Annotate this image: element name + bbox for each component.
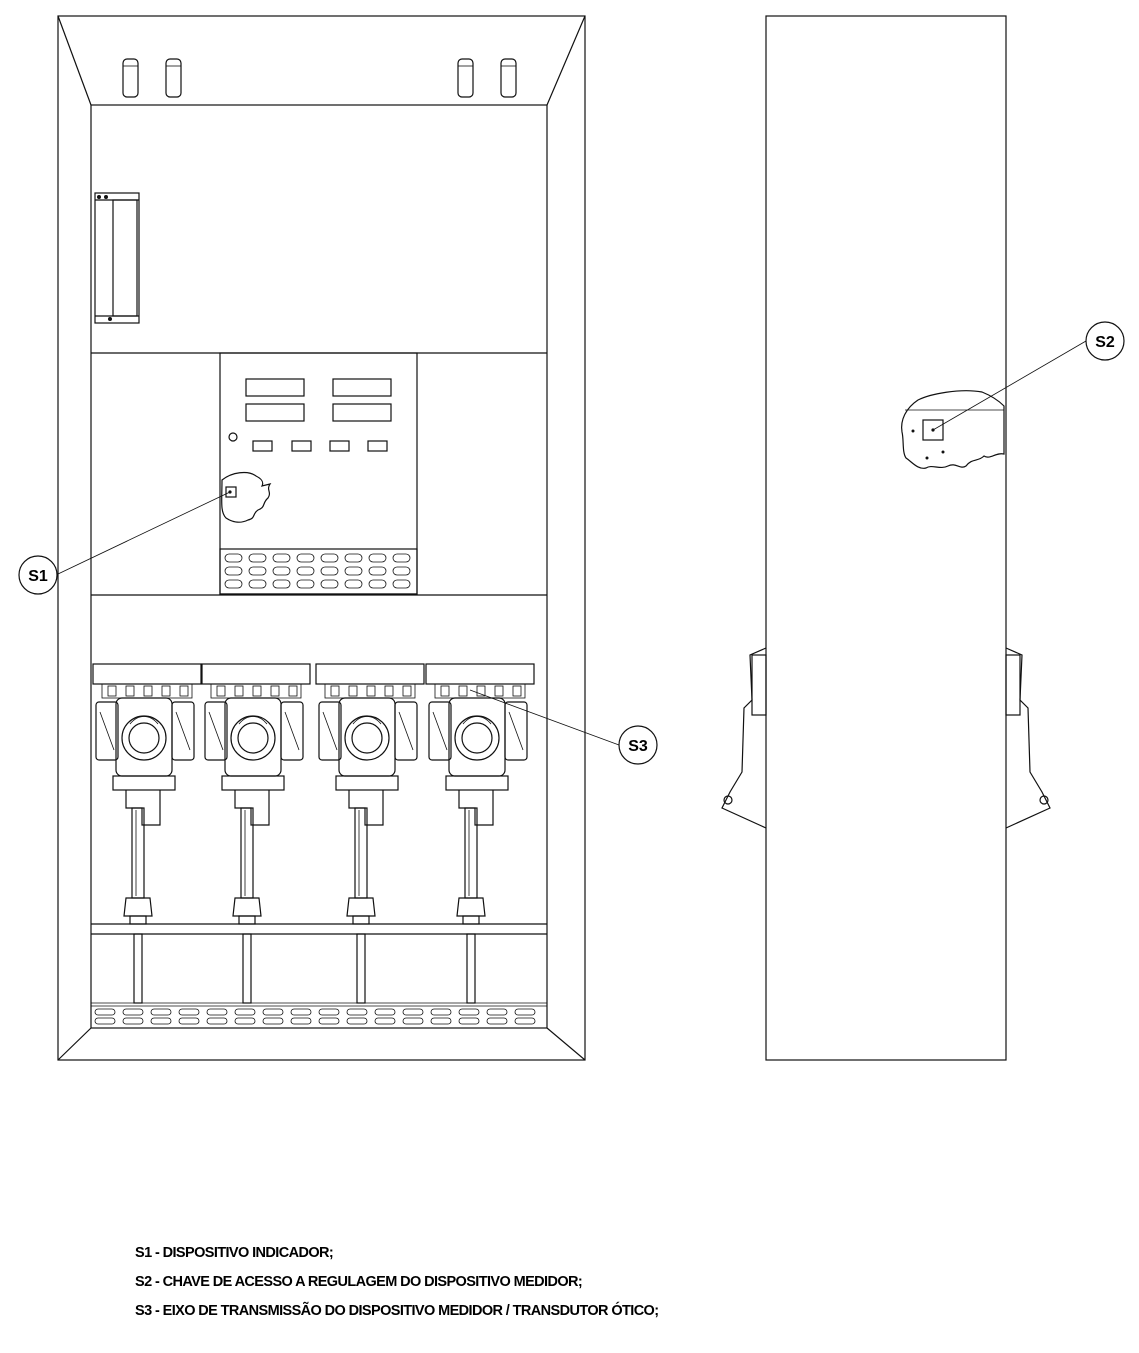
legend-item-s3: S3 - EIXO DE TRANSMISSÃO DO DISPOSITIVO …	[135, 1303, 659, 1319]
vent-grille-bottom	[94, 1008, 536, 1025]
side-view-door	[721, 15, 1051, 1061]
callout-s3-label: S3	[628, 738, 648, 755]
hinge-right	[1005, 647, 1051, 829]
hinge-left	[721, 647, 767, 829]
legend-item-s2: S2 - CHAVE DE ACESSO A REGULAGEM DO DISP…	[135, 1274, 583, 1290]
legend-item-s1: S1 - DISPOSITIVO INDICADOR;	[135, 1245, 334, 1261]
measuring-units	[92, 663, 535, 1004]
legend-list: S1 - DISPOSITIVO INDICADOR; S2 - CHAVE D…	[135, 1239, 659, 1326]
vent-grille-indicator	[224, 553, 411, 589]
callout-s2-label: S2	[1095, 334, 1115, 351]
door-handle	[94, 192, 140, 324]
front-view-cabinet	[57, 15, 586, 1061]
top-lamps	[122, 58, 517, 98]
callout-s1-label: S1	[28, 568, 48, 585]
indicator-panel	[219, 352, 418, 595]
callout-s3: S3	[469, 689, 658, 765]
callout-s1: S1	[18, 491, 231, 595]
callout-s2: S2	[932, 321, 1125, 431]
